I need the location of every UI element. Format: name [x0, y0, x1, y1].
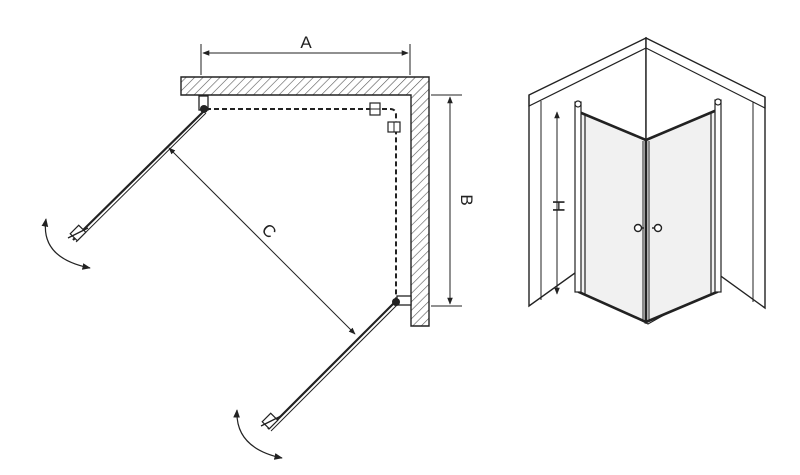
corner-catch-top: [369, 102, 381, 116]
right-wall-profile: [714, 99, 722, 293]
left-door-panel: [72, 111, 207, 243]
right-door-panel: [267, 302, 398, 432]
dimension-b-label: B: [457, 194, 476, 205]
dimension-b-line: [431, 94, 462, 307]
plan-view: A B: [41, 33, 476, 460]
right-swing-arrow-icon: [233, 409, 283, 460]
perspective-view: H: [528, 36, 766, 325]
door-handles: [633, 223, 663, 233]
corner-catch-side: [387, 121, 401, 133]
left-swing-arrow-icon: [41, 218, 91, 270]
left-glass-door: [577, 110, 648, 325]
plan-wall: [180, 76, 430, 327]
right-door-handle: [260, 412, 282, 430]
top-hinge: [198, 95, 209, 113]
dimension-h-label: H: [549, 200, 568, 212]
right-glass-door: [644, 108, 719, 324]
dimension-a-label: A: [300, 33, 312, 52]
left-wall-profile: [574, 101, 582, 293]
dimension-c-line: [168, 147, 356, 335]
tray-outline: [206, 108, 397, 300]
dimension-a-line: [200, 44, 411, 75]
bottom-hinge: [392, 295, 412, 306]
dimension-c-label: C: [258, 220, 280, 242]
